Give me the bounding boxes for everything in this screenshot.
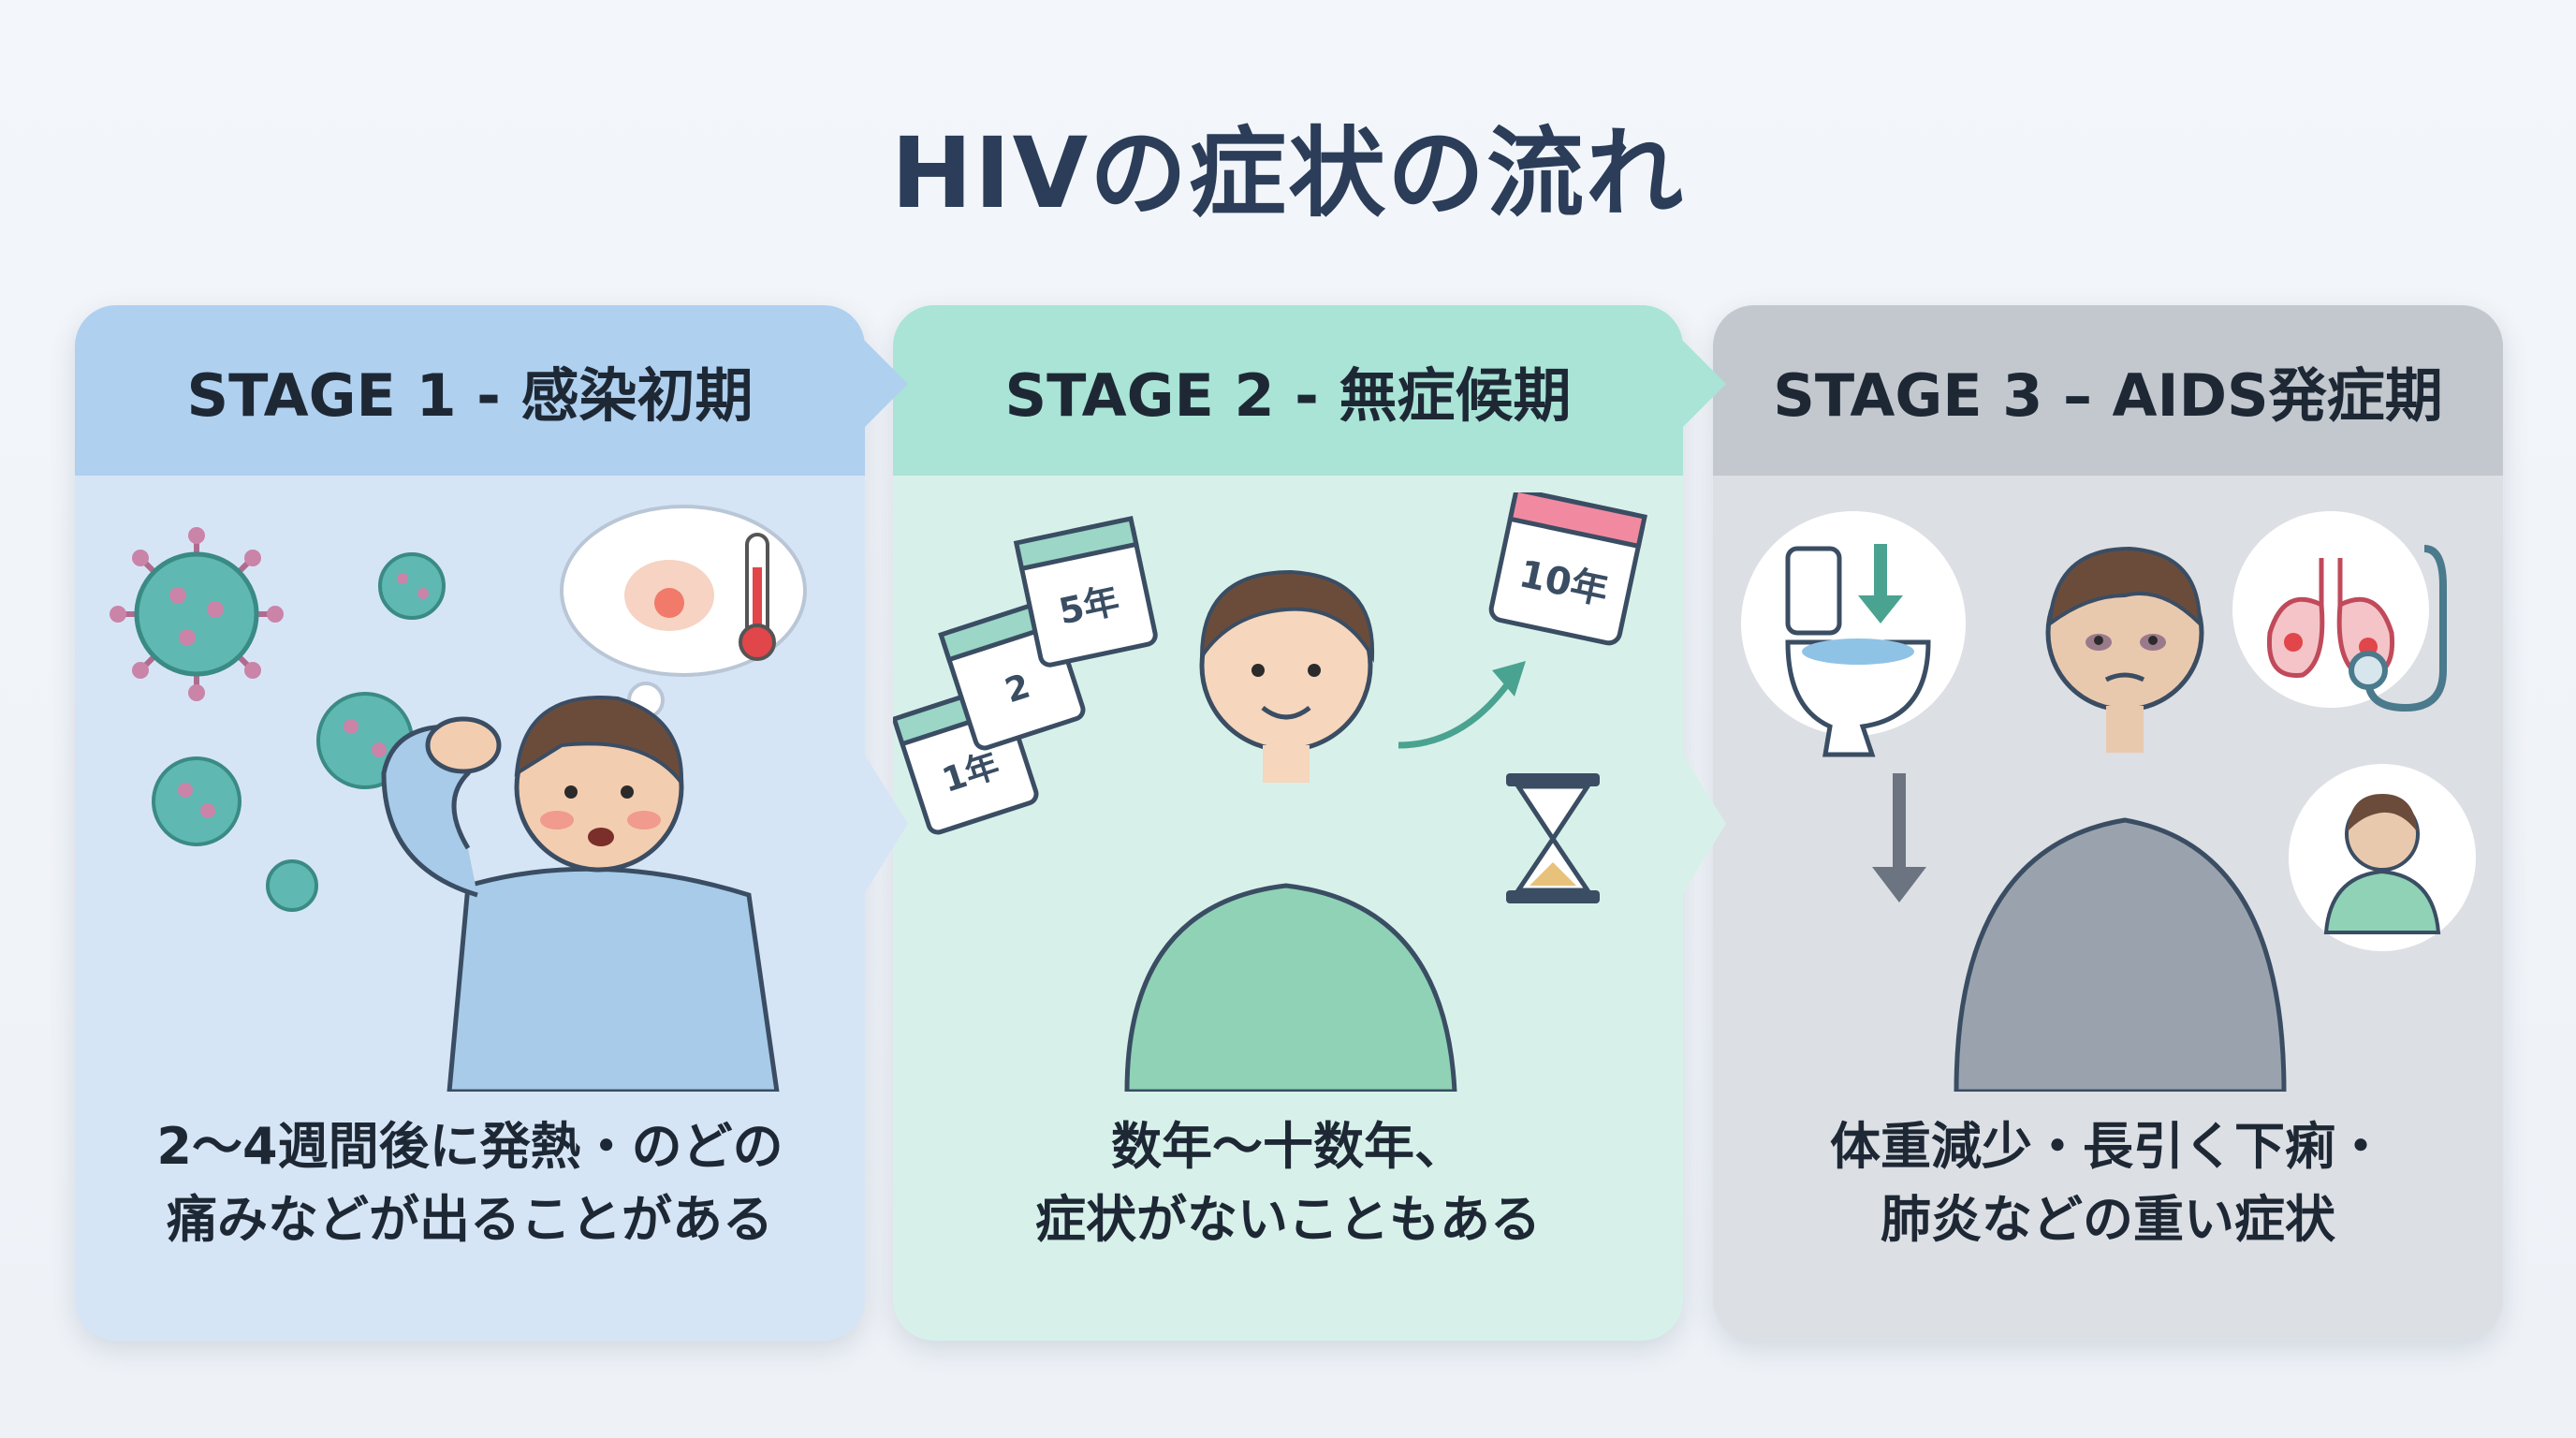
stage-1-description: 2〜4週間後に発熱・のどの 痛みなどが出ることがある — [75, 1110, 865, 1256]
stage-1-side-arrow — [861, 749, 908, 899]
stage-3-line-1: 体重減少・長引く下痢・ — [1830, 1117, 2386, 1176]
virus-icon — [378, 552, 446, 620]
stage-1-card: STAGE 1 - 感染初期 — [75, 305, 865, 1341]
virus-icon — [152, 756, 242, 846]
coughing-person-icon — [2289, 764, 2476, 951]
calendar-icon: 5年 — [1013, 516, 1158, 668]
sick-person — [1954, 546, 2287, 1092]
stage-2-illustration: 1年 2 5年 10年 — [893, 492, 1647, 1092]
stage-1-line-2: 痛みなどが出ることがある — [167, 1190, 773, 1249]
trend-arrow-icon — [1398, 661, 1526, 749]
person — [1124, 569, 1457, 1092]
stage-3-description: 体重減少・長引く下痢・ 肺炎などの重い症状 — [1713, 1110, 2503, 1256]
virus-icon — [266, 859, 318, 912]
lungs-icon — [2232, 511, 2429, 708]
stage-3-line-2: 肺炎などの重い症状 — [1881, 1190, 2335, 1249]
stage-1-header: STAGE 1 - 感染初期 — [75, 305, 865, 476]
stage-1-line-1: 2〜4週間後に発熱・のどの — [156, 1117, 783, 1176]
thermometer-icon — [739, 533, 776, 661]
stage-2-header: STAGE 2 - 無症候期 — [893, 305, 1683, 476]
stage-2-side-arrow — [1679, 749, 1726, 899]
stage-2-description: 数年〜十数年、 症状がないこともある — [893, 1110, 1683, 1256]
stage-3-header: STAGE 3 – AIDS発症期 — [1713, 305, 2503, 476]
down-arrow-icon — [1872, 773, 1926, 902]
stage-2-card: STAGE 2 - 無症候期 1年 2 5年 — [893, 305, 1683, 1341]
calendar-icon: 10年 — [1488, 492, 1647, 646]
down-arrow-icon — [1858, 544, 1903, 624]
stage-1-connector-arrow — [861, 337, 908, 431]
stage-1-illustration — [110, 505, 807, 1092]
virus-icon — [110, 527, 284, 701]
stage-3-illustration — [1741, 511, 2476, 1092]
stage-2-connector-arrow — [1679, 337, 1726, 431]
toilet-icon — [1741, 511, 1966, 757]
stage-2-line-1: 数年〜十数年、 — [1111, 1117, 1465, 1176]
stage-2-line-2: 症状がないこともある — [1035, 1190, 1541, 1249]
sick-person — [381, 696, 780, 1092]
page-title: HIVの症状の流れ — [890, 116, 1686, 230]
stage-3-card: STAGE 3 – AIDS発症期 — [1713, 305, 2503, 1341]
hourglass-icon — [1506, 773, 1600, 903]
stethoscope-icon — [2349, 545, 2447, 712]
